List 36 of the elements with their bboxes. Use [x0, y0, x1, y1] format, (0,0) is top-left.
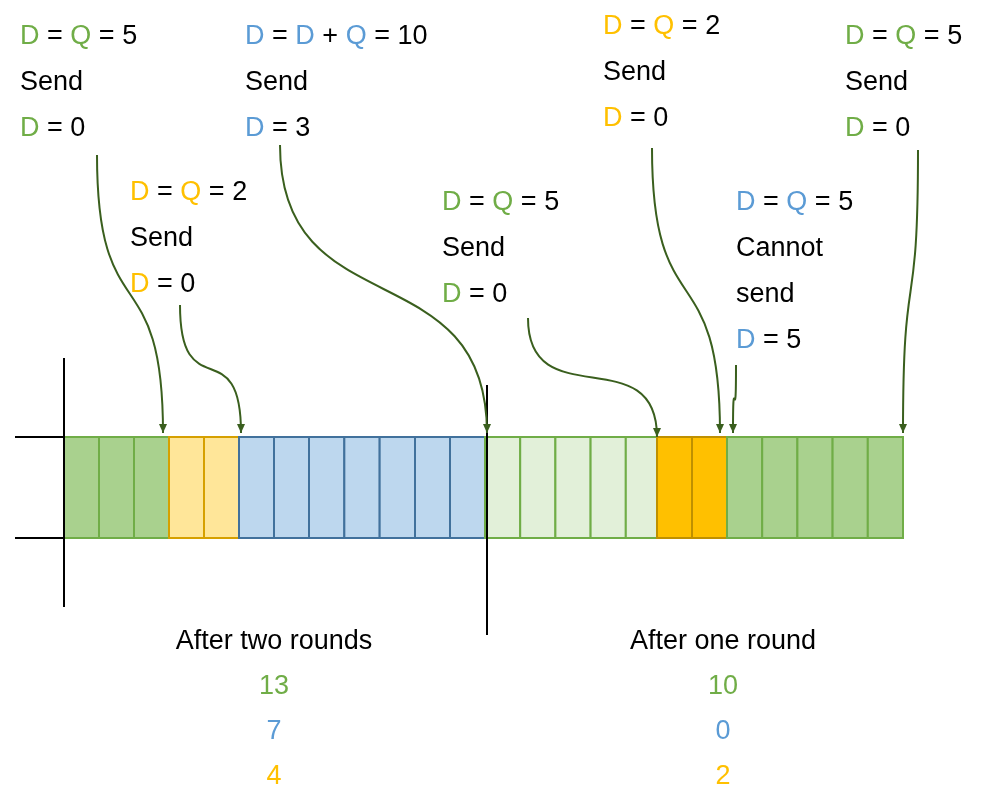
annotation-text: D = Q = 2 [603, 9, 721, 42]
annotation-text: D = 0 [603, 101, 670, 134]
round-heading: After two rounds [175, 625, 373, 656]
annotation-text: D = Q = 5 [20, 19, 138, 52]
annotation-text: D = 5 [736, 323, 803, 356]
count-value: 2 [715, 760, 731, 791]
annotation-text: D = 0 [442, 277, 509, 310]
leader-line [179, 304, 245, 434]
count-value: 13 [259, 670, 289, 701]
annotation-text: Send [130, 221, 195, 254]
annotation-text: Send [603, 55, 668, 88]
annotation-text: Send [245, 65, 310, 98]
annotation-text: Send [442, 231, 507, 264]
annotation-text: D = Q = 5 [736, 185, 855, 218]
annotation-text: D = 0 [130, 267, 197, 300]
annotation-text: D = Q = 5 [845, 19, 963, 52]
annotation-text: D = Q = 2 [130, 175, 248, 208]
annotation-text: D = 3 [245, 111, 312, 144]
count-value: 10 [708, 670, 738, 701]
count-value: 0 [715, 715, 731, 746]
annotation-text: D = 0 [845, 111, 912, 144]
annotation-text: Send [20, 65, 85, 98]
leader-line [279, 144, 491, 434]
annotation-text: D = Q = 5 [442, 185, 560, 218]
annotation-text: Cannot send [736, 231, 825, 310]
count-value: 7 [266, 715, 282, 746]
leader-line [651, 147, 724, 434]
leader-line [899, 149, 919, 434]
annotation-text: Send [845, 65, 910, 98]
leader-line [729, 364, 738, 434]
round-heading: After one round [629, 625, 817, 656]
count-value: 4 [266, 760, 282, 791]
annotation-text: D = D + Q = 10 [245, 19, 428, 52]
annotation-text: D = 0 [20, 111, 87, 144]
leader-line [96, 154, 167, 434]
leader-line [527, 317, 660, 438]
